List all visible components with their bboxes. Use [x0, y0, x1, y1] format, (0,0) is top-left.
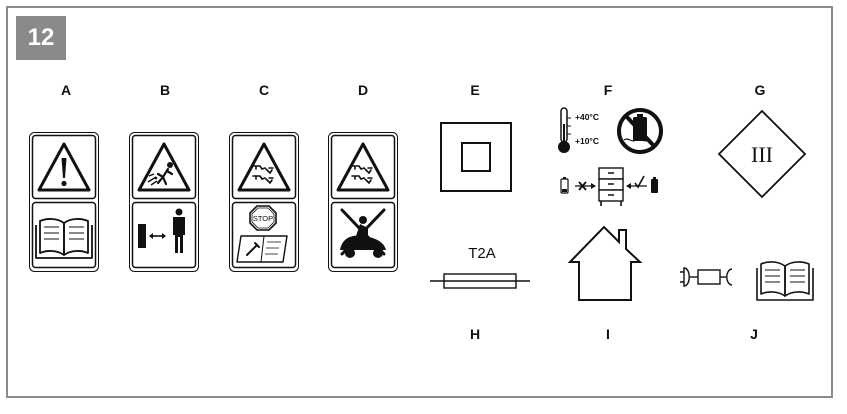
- open-book-icon: [757, 262, 813, 300]
- class-ii-double-insulation-icon: [440, 122, 512, 192]
- label-c: C: [249, 82, 279, 98]
- label-a: A: [51, 82, 81, 98]
- label-e: E: [460, 82, 490, 98]
- decal-d: [328, 132, 398, 272]
- class-roman-numeral: III: [751, 142, 773, 167]
- temp-min-label: +10°C: [575, 136, 599, 146]
- plug-read-manual-icon: [676, 258, 818, 302]
- plug-icon: [680, 268, 732, 286]
- stop-text: STOP: [253, 214, 273, 223]
- decal-c: STOP: [229, 132, 299, 272]
- decal-a: [29, 132, 99, 272]
- class-iii-diamond-icon: III: [717, 109, 807, 199]
- battery-storage-temperature-icon: [555, 106, 665, 208]
- label-h: H: [460, 326, 490, 342]
- label-b: B: [150, 82, 180, 98]
- label-f: F: [593, 82, 623, 98]
- fuse-rating-label: T2A: [457, 245, 507, 262]
- thermometer-icon: [558, 108, 571, 153]
- label-j: J: [739, 326, 769, 342]
- low-battery-x-icon: [561, 177, 596, 193]
- label-g: G: [745, 82, 775, 98]
- charged-battery-check-icon: [626, 176, 658, 193]
- indoor-use-house-icon: [568, 224, 646, 304]
- no-water-battery-icon: [619, 110, 661, 152]
- label-i: I: [593, 326, 623, 342]
- figure-number-badge: 12: [16, 16, 66, 60]
- label-d: D: [348, 82, 378, 98]
- cabinet-icon: [599, 168, 623, 206]
- temp-max-label: +40°C: [575, 112, 599, 122]
- decal-b: [129, 132, 199, 272]
- fuse-icon: [430, 266, 530, 296]
